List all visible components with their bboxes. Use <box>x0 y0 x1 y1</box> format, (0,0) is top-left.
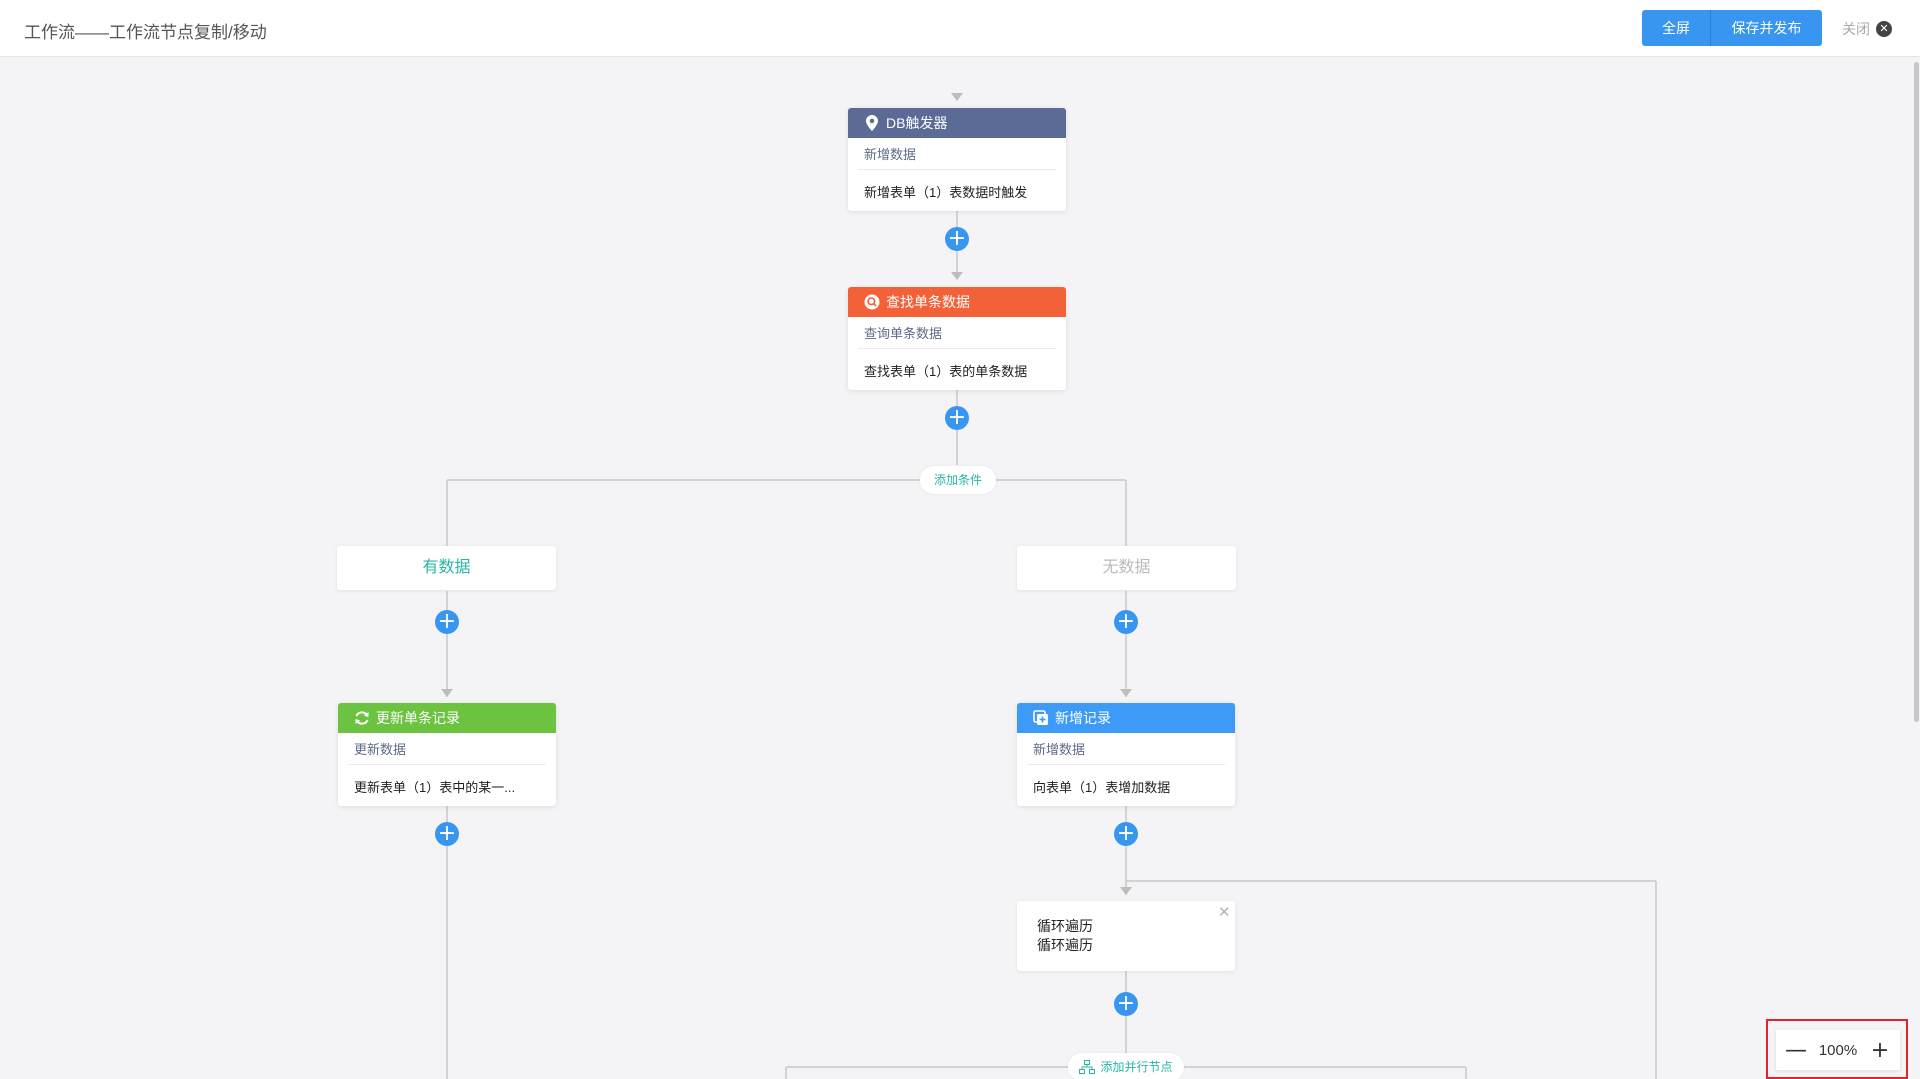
page-title: 工作流——工作流节点复制/移动 <box>24 23 267 42</box>
node-update-single-header: 更新单条记录 <box>338 703 556 733</box>
node-description: 更新表单（1）表中的某一... <box>354 780 516 795</box>
top-header: 工作流——工作流节点复制/移动 全屏 保存并发布 关闭 ✕ <box>0 0 1920 57</box>
zoom-highlight-frame <box>1766 1019 1908 1079</box>
refresh-icon <box>354 710 370 726</box>
node-loop-traversal[interactable]: 循环遍历 循环遍历 ✕ <box>1017 901 1235 971</box>
fullscreen-button[interactable]: 全屏 <box>1642 10 1711 46</box>
add-node-button[interactable]: + <box>945 227 969 251</box>
add-condition-button[interactable]: 添加条件 <box>920 466 996 494</box>
loop-line-1: 循环遍历 <box>1037 918 1093 934</box>
location-pin-icon <box>864 115 880 131</box>
add-node-button[interactable]: + <box>945 406 969 430</box>
loop-line-2: 循环遍历 <box>1037 937 1093 953</box>
add-node-button[interactable]: + <box>435 822 459 846</box>
zoom-control: — 100% + <box>1776 1030 1900 1070</box>
workflow-canvas: DB触发器 新增数据 新增表单（1）表数据时触发 + 查找单条数据 查询单条数据… <box>0 57 1920 1079</box>
node-find-single-data[interactable]: 查找单条数据 查询单条数据 查找表单（1）表的单条数据 <box>848 287 1066 390</box>
node-update-single-record[interactable]: 更新单条记录 更新数据 更新表单（1）表中的某一... <box>338 703 556 806</box>
node-description: 新增表单（1）表数据时触发 <box>864 185 1028 200</box>
node-add-record[interactable]: 新增记录 新增数据 向表单（1）表增加数据 <box>1017 703 1235 806</box>
node-description: 向表单（1）表增加数据 <box>1033 780 1171 795</box>
node-title: DB触发器 <box>886 115 948 131</box>
condition-has-data[interactable]: 有数据 <box>337 546 556 590</box>
zoom-in-button[interactable]: + <box>1870 1037 1890 1063</box>
node-db-trigger[interactable]: DB触发器 新增数据 新增表单（1）表数据时触发 <box>848 108 1066 211</box>
node-title: 查找单条数据 <box>886 294 970 310</box>
add-node-button[interactable]: + <box>435 610 459 634</box>
header-button-group: 全屏 保存并发布 <box>1642 10 1822 46</box>
add-parallel-label: 添加并行节点 <box>1100 1060 1173 1074</box>
node-find-single-header: 查找单条数据 <box>848 287 1066 317</box>
node-title: 新增记录 <box>1055 710 1111 726</box>
add-node-button[interactable]: + <box>1114 822 1138 846</box>
add-node-button[interactable]: + <box>1114 610 1138 634</box>
node-subtitle: 更新数据 <box>348 733 546 765</box>
node-subtitle: 查询单条数据 <box>858 317 1056 349</box>
hierarchy-icon <box>1079 1060 1096 1074</box>
node-subtitle: 新增数据 <box>1027 733 1225 765</box>
delete-node-icon[interactable]: ✕ <box>1218 904 1231 921</box>
zoom-level: 100% <box>1818 1041 1858 1059</box>
node-db-trigger-header: DB触发器 <box>848 108 1066 138</box>
scrollbar-thumb[interactable] <box>1914 62 1919 722</box>
save-publish-button[interactable]: 保存并发布 <box>1711 10 1822 46</box>
search-icon <box>864 294 880 310</box>
condition-no-data[interactable]: 无数据 <box>1017 546 1236 590</box>
close-button[interactable]: 关闭 ✕ <box>1842 19 1892 39</box>
node-subtitle: 新增数据 <box>858 138 1056 170</box>
add-parallel-node-button[interactable]: 添加并行节点 <box>1068 1053 1184 1079</box>
node-title: 更新单条记录 <box>376 710 460 726</box>
node-description: 查找表单（1）表的单条数据 <box>864 364 1028 379</box>
close-icon[interactable]: ✕ <box>1876 21 1892 37</box>
add-record-icon <box>1033 710 1049 726</box>
close-label: 关闭 <box>1842 21 1870 37</box>
zoom-out-button[interactable]: — <box>1785 1037 1807 1063</box>
node-add-record-header: 新增记录 <box>1017 703 1235 733</box>
add-node-button[interactable]: + <box>1114 992 1138 1016</box>
connector-lines <box>441 93 1657 1079</box>
